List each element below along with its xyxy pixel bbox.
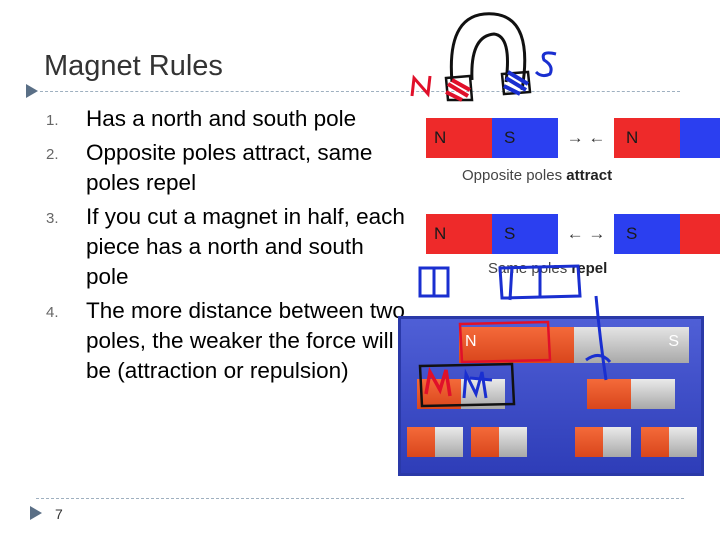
attract-arrows: → ←	[566, 128, 606, 147]
attract-caption: Opposite poles attract	[462, 167, 612, 184]
rule-text: If you cut a magnet in half, each piece …	[86, 204, 405, 289]
magnet-south-pole: S	[680, 118, 720, 158]
magnet-north-pole: N	[680, 214, 720, 254]
repel-magnets: N S ← → S N	[426, 214, 720, 254]
rule-item-3: 3. If you cut a magnet in half, each pie…	[46, 202, 406, 292]
page-number: 7	[55, 506, 63, 522]
rule-number: 1.	[46, 112, 59, 129]
rule-number: 3.	[46, 210, 59, 227]
quarter-magnet	[471, 427, 527, 457]
horseshoe-outer-stroke	[449, 12, 527, 91]
rules-list: 1. Has a north and south pole 2. Opposit…	[46, 104, 406, 390]
repel-caption-text: Same poles	[488, 260, 568, 277]
sketch-cut-magnet-1	[418, 266, 450, 298]
handwritten-n-letter	[410, 74, 432, 98]
magnet-south-pole: S	[492, 214, 558, 254]
quarter-magnet	[641, 427, 697, 457]
magnet-south-pole: S	[492, 118, 558, 158]
rule-item-2: 2. Opposite poles attract, same poles re…	[46, 138, 406, 198]
rule-number: 4.	[46, 304, 59, 321]
title-bullet-arrow-icon	[26, 84, 38, 98]
whole-magnet: N S	[459, 327, 689, 363]
magnet-south-pole: S	[614, 214, 680, 254]
slide-title: Magnet Rules	[44, 50, 223, 82]
rule-item-1: 1. Has a north and south pole	[46, 104, 406, 134]
repel-caption: Same poles repel	[488, 260, 607, 277]
horseshoe-left-foot	[444, 74, 474, 102]
rule-text: Has a north and south pole	[86, 106, 357, 131]
quarter-magnet	[407, 427, 463, 457]
repel-arrows: ← →	[566, 224, 606, 243]
horseshoe-inner-stroke	[470, 32, 509, 83]
quarter-magnet	[575, 427, 631, 457]
rule-text: The more distance between two poles, the…	[86, 298, 405, 383]
title-divider	[40, 91, 680, 92]
handwritten-s-letter	[534, 51, 557, 78]
rule-item-4: 4. The more distance between two poles, …	[46, 296, 406, 386]
cut-magnet-photo: N S	[398, 316, 704, 476]
footer-divider	[36, 498, 684, 499]
rule-text: Opposite poles attract, same poles repel	[86, 140, 373, 195]
footer-bullet-arrow-icon	[30, 506, 42, 520]
attract-caption-text: Opposite poles	[462, 167, 563, 184]
attract-caption-bold: attract	[566, 167, 613, 184]
attract-magnets: N S → ← N S	[426, 118, 720, 158]
north-hatch	[445, 78, 471, 102]
magnet-north-pole: N	[426, 118, 492, 158]
rule-number: 2.	[46, 146, 59, 163]
half-magnet	[417, 379, 505, 409]
whole-magnet-north: N	[459, 327, 574, 363]
repel-caption-bold: repel	[571, 260, 608, 277]
half-magnet	[587, 379, 675, 409]
magnet-north-pole: N	[426, 214, 492, 254]
magnet-north-pole: N	[614, 118, 680, 158]
whole-magnet-south: S	[574, 327, 689, 363]
